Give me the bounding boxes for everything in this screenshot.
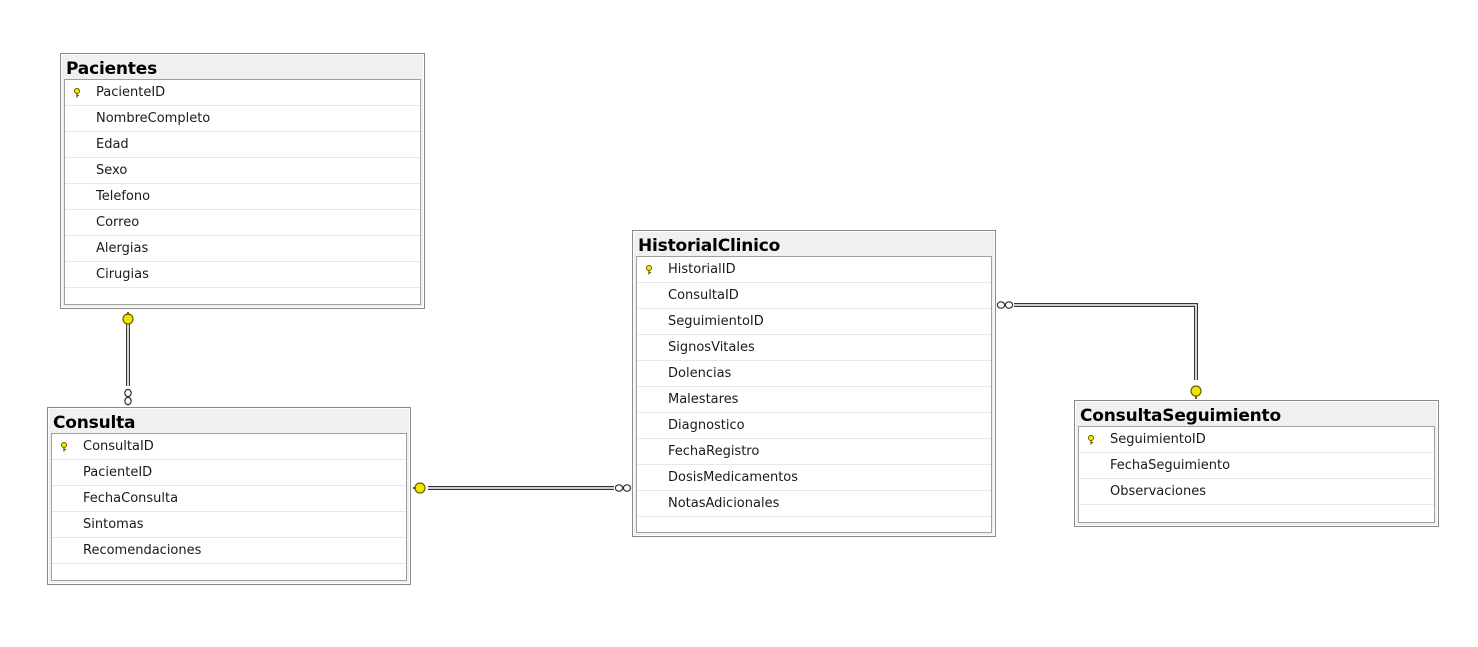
column-name: PacienteID [83, 465, 153, 480]
column-name: ConsultaID [668, 288, 739, 303]
column-row[interactable]: FechaConsulta [52, 486, 406, 512]
one-end-key-icon [122, 312, 134, 325]
column-name: Cirugias [96, 267, 149, 282]
column-name: SignosVitales [668, 340, 755, 355]
primary-key-column-row[interactable]: SeguimientoID [1079, 427, 1434, 453]
table-consulta[interactable]: Consulta ConsultaID PacienteID FechaConsul… [47, 407, 411, 585]
table-title: ConsultaSeguimiento [1080, 406, 1281, 426]
key-icon [645, 265, 653, 275]
primary-key-column-row[interactable]: ConsultaID [52, 434, 406, 460]
key-icon [1087, 435, 1095, 445]
column-row[interactable]: NombreCompleto [65, 106, 420, 132]
column-name: PacienteID [96, 85, 166, 100]
column-name: Alergias [96, 241, 149, 256]
column-name: FechaRegistro [668, 444, 760, 459]
column-name: FechaConsulta [83, 491, 179, 506]
column-name: Observaciones [1110, 484, 1206, 499]
column-name: Dolencias [668, 366, 732, 381]
key-icon [60, 442, 68, 452]
column-row[interactable]: ConsultaID [637, 283, 991, 309]
column-row[interactable]: Edad [65, 132, 420, 158]
column-row[interactable]: FechaRegistro [637, 439, 991, 465]
primary-key-column-row[interactable]: HistorialID [637, 257, 991, 283]
table-title: Consulta [53, 413, 136, 433]
column-row[interactable]: Dolencias [637, 361, 991, 387]
column-name: Diagnostico [668, 418, 745, 433]
column-name: Edad [96, 137, 129, 152]
column-row[interactable]: Telefono [65, 184, 420, 210]
column-row[interactable]: FechaSeguimiento [1079, 453, 1434, 479]
many-end-infinity-icon [996, 301, 1014, 309]
one-end-key-icon [1190, 385, 1202, 399]
column-row[interactable]: Diagnostico [637, 413, 991, 439]
column-row[interactable]: Cirugias [65, 262, 420, 288]
column-name: ConsultaID [83, 439, 154, 454]
column-name: HistorialID [668, 262, 736, 277]
column-name: Telefono [96, 189, 151, 204]
table-historialclinico[interactable]: HistorialClinico HistorialID ConsultaID Se… [632, 230, 996, 537]
column-row[interactable]: Recomendaciones [52, 538, 406, 564]
column-name: Sintomas [83, 517, 144, 532]
key-icon [73, 88, 81, 98]
column-row[interactable]: DosisMedicamentos [637, 465, 991, 491]
column-name: DosisMedicamentos [668, 470, 799, 485]
primary-key-column-row[interactable]: PacienteID [65, 80, 420, 106]
table-title: Pacientes [66, 59, 157, 79]
column-row[interactable]: Observaciones [1079, 479, 1434, 505]
column-name: SeguimientoID [1110, 432, 1206, 447]
one-end-key-icon [413, 482, 426, 494]
column-name: Correo [96, 215, 140, 230]
many-end-infinity-icon [614, 484, 632, 492]
column-row[interactable]: Sintomas [52, 512, 406, 538]
column-name: FechaSeguimiento [1110, 458, 1231, 473]
column-grid: HistorialID ConsultaID SeguimientoID Signos… [636, 256, 992, 533]
column-row[interactable]: SignosVitales [637, 335, 991, 361]
column-name: Recomendaciones [83, 543, 202, 558]
table-consultaseguimiento[interactable]: ConsultaSeguimiento SeguimientoID FechaSe… [1074, 400, 1439, 527]
column-name: NotasAdicionales [668, 496, 780, 511]
column-row[interactable]: Correo [65, 210, 420, 236]
column-row[interactable]: Sexo [65, 158, 420, 184]
column-row[interactable]: Alergias [65, 236, 420, 262]
many-end-infinity-icon [124, 388, 132, 406]
column-row[interactable]: Malestares [637, 387, 991, 413]
column-name: Sexo [96, 163, 128, 178]
relationship-seguimiento-historialclinico [1014, 303, 1198, 380]
column-row[interactable]: SeguimientoID [637, 309, 991, 335]
column-name: SeguimientoID [668, 314, 764, 329]
column-row[interactable]: PacienteID [52, 460, 406, 486]
table-title: HistorialClinico [638, 236, 781, 256]
column-name: NombreCompleto [96, 111, 211, 126]
column-name: Malestares [668, 392, 739, 407]
column-row[interactable]: NotasAdicionales [637, 491, 991, 517]
